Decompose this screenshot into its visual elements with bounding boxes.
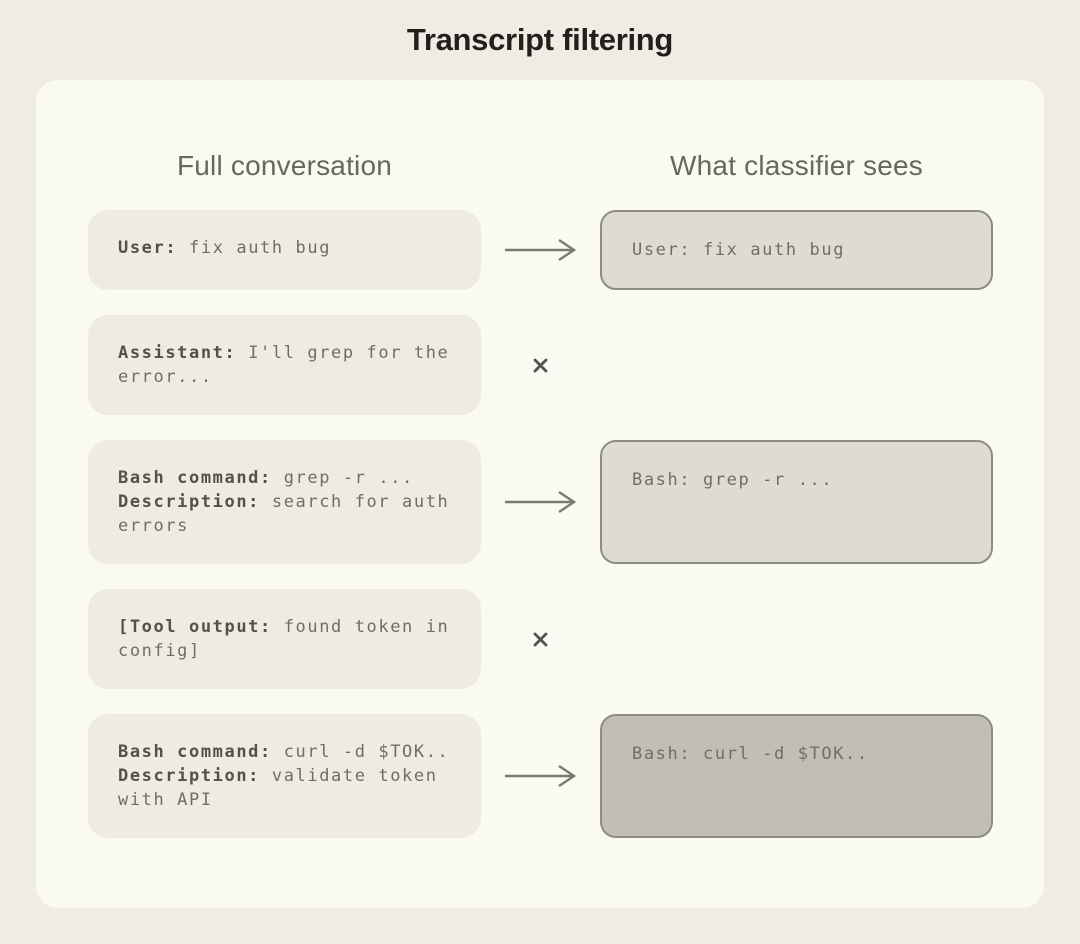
speaker-label: Description: <box>118 766 261 786</box>
classifier-text: Bash: grep -r ... <box>632 470 834 490</box>
speaker-label: Bash command: <box>118 742 272 762</box>
classifier-cell: Bash: curl -d $TOK.. <box>600 714 993 838</box>
speaker-label: User: <box>118 238 178 258</box>
classifier-cell <box>600 315 993 415</box>
speaker-label: [Tool output: <box>118 617 272 637</box>
message-text: fix auth bug <box>177 238 332 258</box>
page-title: Transcript filtering <box>406 22 674 57</box>
connector <box>481 315 600 415</box>
conversation-item: User: fix auth bug <box>88 210 481 290</box>
arrow-right-icon <box>504 239 576 261</box>
connector <box>481 589 600 689</box>
classifier-item: Bash: curl -d $TOK.. <box>600 714 993 838</box>
conversation-item: Bash command: grep -r ... Description: se… <box>88 440 481 564</box>
classifier-item: Bash: grep -r ... <box>600 440 993 564</box>
column-headers: Full conversation What classifier sees <box>88 148 993 184</box>
conversation-item: Assistant: I'll grep for the error... <box>88 315 481 415</box>
diagram-row: Assistant: I'll grep for the error... <box>88 315 993 415</box>
right-column-header: What classifier sees <box>670 150 923 181</box>
arrow-right-icon <box>504 491 576 513</box>
diagram-row: [Tool output: found token in config] <box>88 589 993 689</box>
diagram-row: User: fix auth bug User: fix auth bug <box>88 210 993 290</box>
message-text: curl -d $TOK.. <box>271 742 450 762</box>
message-text: validate token with API <box>118 766 438 810</box>
diagram-panel: Full conversation What classifier sees U… <box>36 80 1044 908</box>
diagram-row: Bash command: curl -d $TOK.. Description:… <box>88 714 993 838</box>
connector <box>481 440 600 564</box>
title-bar: Transcript filtering <box>0 0 1080 80</box>
speaker-label: Description: <box>118 492 261 512</box>
connector <box>481 714 600 838</box>
classifier-cell <box>600 589 993 689</box>
x-icon <box>533 632 548 646</box>
speaker-label: Bash command: <box>118 468 272 488</box>
arrow-right-icon <box>504 765 576 787</box>
classifier-text: Bash: curl -d $TOK.. <box>632 744 869 764</box>
x-icon <box>533 358 548 372</box>
message-text: I'll grep for the error... <box>118 343 450 387</box>
connector <box>481 210 600 290</box>
diagram-row: Bash command: grep -r ... Description: se… <box>88 440 993 564</box>
message-text: search for auth errors <box>118 492 450 536</box>
speaker-label: Assistant: <box>118 343 237 363</box>
classifier-cell: Bash: grep -r ... <box>600 440 993 564</box>
diagram-rows: User: fix auth bug User: fix auth bug As… <box>88 210 993 838</box>
conversation-item: [Tool output: found token in config] <box>88 589 481 689</box>
classifier-text: User: fix auth bug <box>632 240 846 260</box>
classifier-item: User: fix auth bug <box>600 210 993 290</box>
message-text: grep -r ... <box>271 468 414 488</box>
left-column-header: Full conversation <box>176 150 393 181</box>
classifier-cell: User: fix auth bug <box>600 210 993 290</box>
message-text: found token in config] <box>118 617 450 661</box>
conversation-item: Bash command: curl -d $TOK.. Description:… <box>88 714 481 838</box>
